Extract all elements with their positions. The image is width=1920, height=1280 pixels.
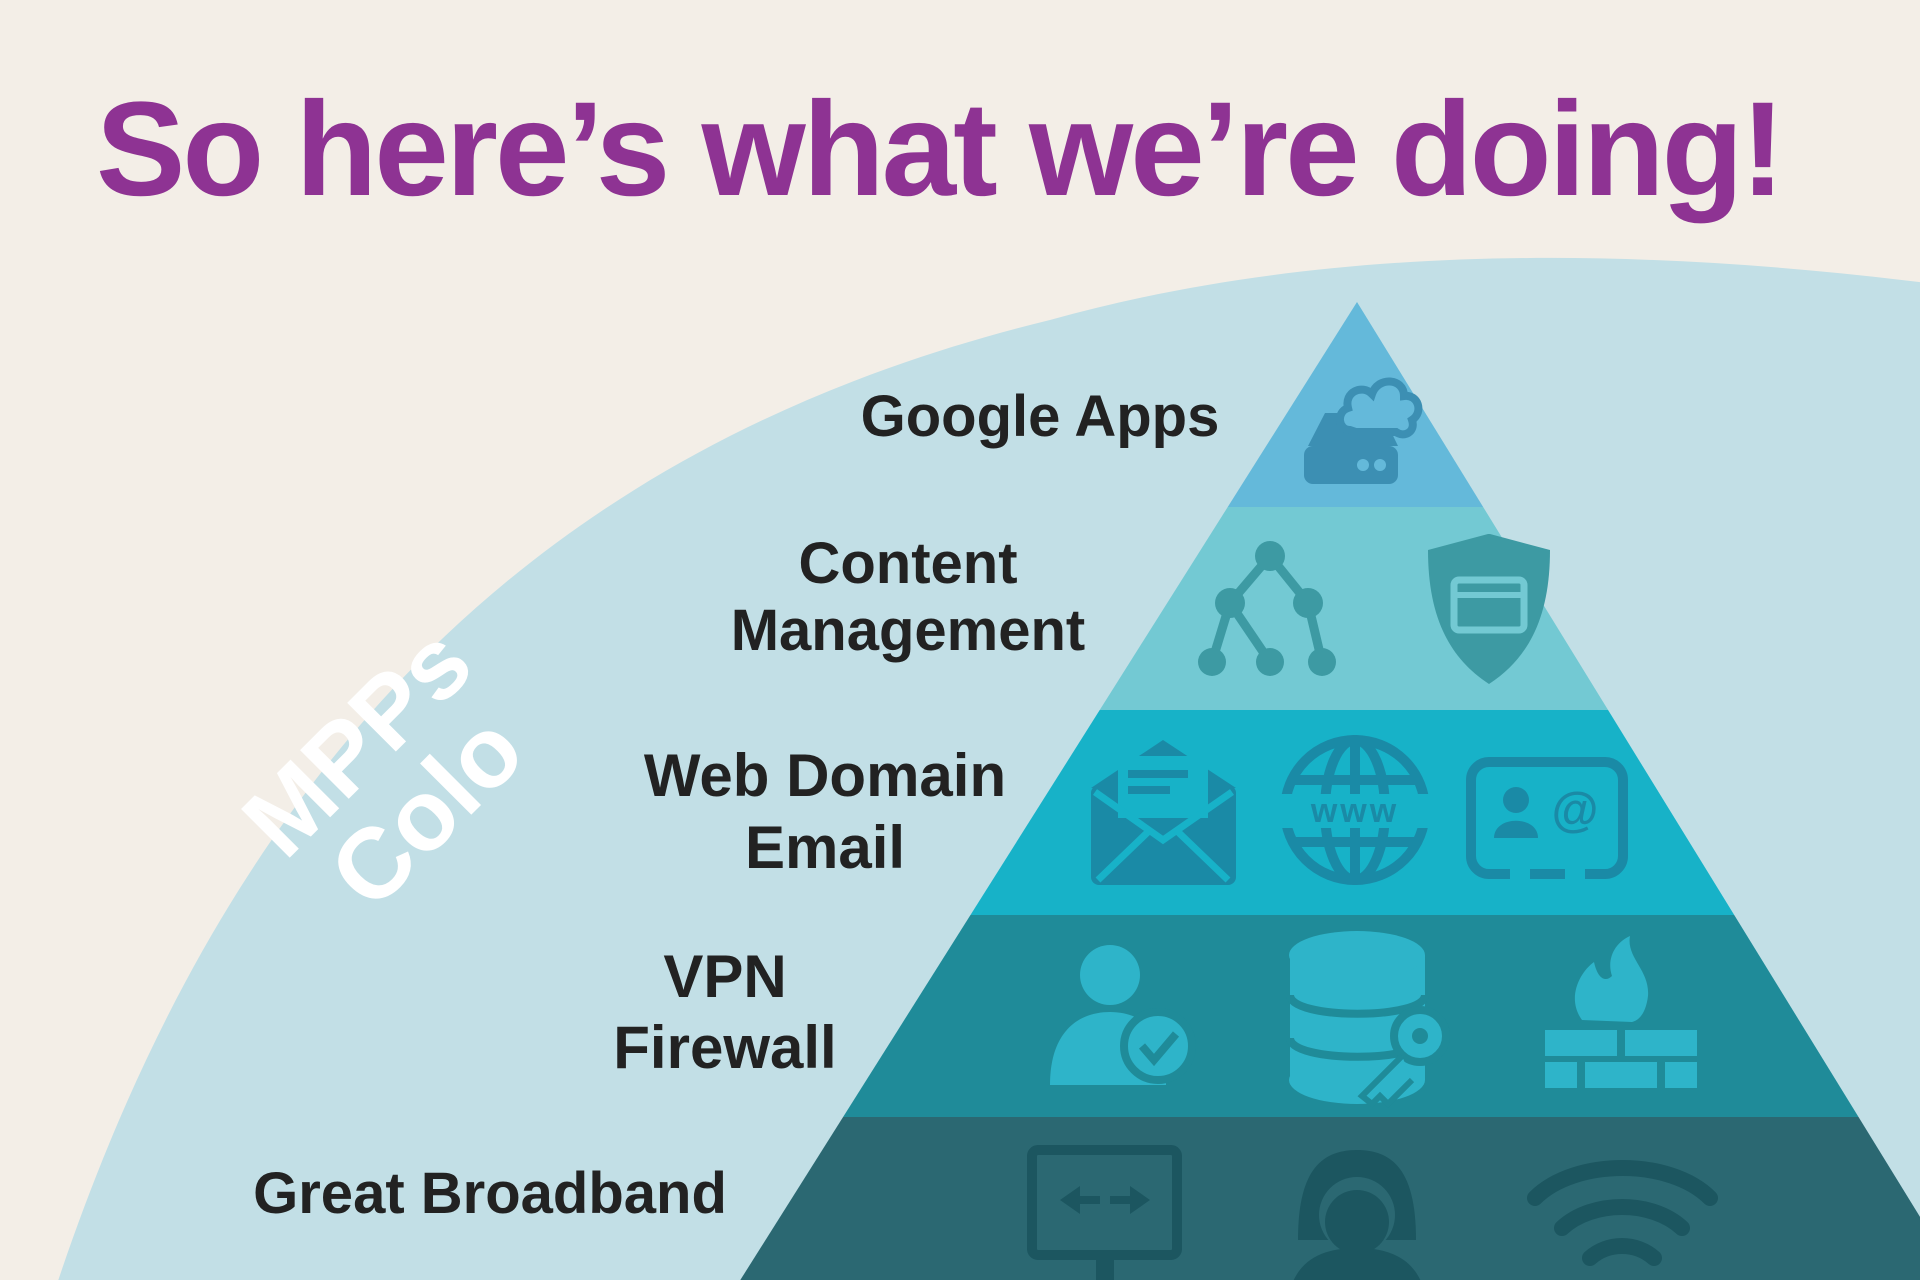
envelope-icon	[1091, 740, 1236, 885]
tier-3-label-line-2: Email	[744, 814, 906, 881]
tier-2-label-line-2: Management	[730, 598, 1086, 664]
cloud-server-icon	[1304, 377, 1423, 484]
www-text: www	[1310, 792, 1399, 830]
network-monitor-icon	[1027, 1145, 1182, 1280]
tier-4-label-line-2: Firewall	[613, 1013, 837, 1081]
contact-card-icon: @	[1466, 757, 1628, 880]
tier-3-label-line-1: Web Domain	[643, 742, 1007, 809]
tier-4-label-line-1: VPN	[663, 943, 787, 1010]
shield-window-icon	[1428, 534, 1550, 684]
sitemap-tree-nodes	[1198, 541, 1336, 676]
page-title: So here’s what we’re doing!	[96, 75, 1785, 224]
firewall-icon	[1545, 936, 1697, 1088]
tier-label-great-broadband: Great Broadband	[220, 1160, 760, 1227]
tier-2-label-line-1: Content	[798, 531, 1018, 596]
support-headset-icon	[1293, 1150, 1421, 1280]
tier-1-label-line-1: Google Apps	[860, 384, 1220, 449]
tier-label-google-apps: Google Apps	[840, 383, 1240, 450]
tier-5-label-line-1: Great Broadband	[253, 1161, 727, 1226]
wifi-icon	[1527, 1160, 1718, 1266]
user-check-icon	[1050, 945, 1196, 1085]
database-key-icon	[1286, 931, 1450, 1109]
www-band	[1276, 794, 1434, 828]
tier-label-vpn-firewall: VPN Firewall	[560, 942, 890, 1084]
tier-label-web-domain-email: Web Domain Email	[620, 740, 1030, 884]
tier-label-content-management: Content Management	[698, 530, 1118, 665]
svg-text:@: @	[1552, 784, 1599, 837]
